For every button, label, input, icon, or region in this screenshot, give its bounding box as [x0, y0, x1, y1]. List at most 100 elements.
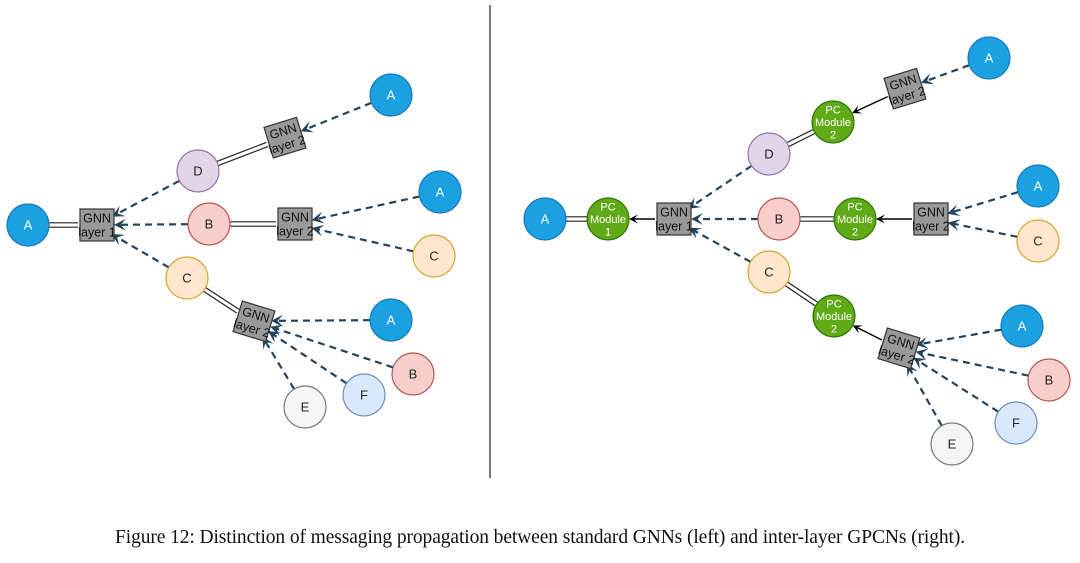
message-arrowhead-icon — [267, 330, 282, 343]
pc-module-circle — [811, 100, 855, 144]
graph-node-A: A — [1016, 164, 1060, 208]
node-circle — [187, 202, 231, 246]
node-circle — [369, 298, 413, 342]
graph-node-D: D — [747, 132, 791, 176]
graph-node-D: D — [176, 149, 220, 193]
graph-node-A: A — [6, 203, 50, 247]
edge-dashed-R_A1-to-R_G2D — [920, 64, 970, 85]
node-label: A — [24, 218, 33, 233]
edge-double-R_C-to-R_PC2C — [784, 281, 819, 307]
edge-dashed-L_D-to-L_G1 — [111, 179, 180, 217]
node-label: B — [205, 217, 214, 232]
gnn-layer-label: layer 2 — [912, 220, 950, 234]
edge-dashed-R_B-to-R_G1 — [691, 213, 758, 225]
edge-dashed-L_A1-to-L_G2D — [300, 101, 372, 133]
message-arrowhead-icon — [113, 218, 127, 231]
graph-node-C: C — [412, 234, 456, 278]
node-label: 2 — [852, 226, 858, 238]
edge-solid-R_G1-to-R_PC1 — [629, 214, 655, 224]
message-edge-line — [275, 327, 394, 369]
double-connector-line — [203, 290, 238, 314]
graph-node-C: C — [1016, 219, 1060, 263]
node-label: A — [387, 313, 396, 328]
gnn-layer-box — [877, 327, 921, 370]
message-arrowhead-icon — [270, 324, 284, 337]
edge-dashed-L_C2-to-L_G2B — [311, 224, 414, 253]
node-label: Module — [815, 117, 851, 129]
graph-node-A: A — [369, 73, 413, 117]
edge-dashed-R_B3-to-R_G2C — [915, 348, 1029, 377]
edge-solid-R_G2D-to-R_PC2D — [852, 95, 888, 114]
node-label: A — [1034, 179, 1043, 194]
gnn-layer-label: GNN — [281, 211, 309, 225]
solid-arrowhead-icon — [852, 325, 863, 334]
message-edge-line — [317, 228, 414, 253]
graph-node-B: B — [391, 352, 435, 396]
node-circle — [523, 197, 567, 241]
solid-arrowhead-icon — [876, 214, 885, 224]
message-arrowhead-icon — [311, 224, 325, 237]
edge-double-L_B-to-L_G2B — [230, 221, 276, 227]
graph-node-A: A — [967, 36, 1011, 80]
gnn-layer-label: layer 1 — [655, 220, 693, 234]
node-label: D — [193, 164, 202, 179]
edge-double-R_D-to-R_PC2D — [786, 128, 816, 148]
double-connector-line — [786, 128, 814, 144]
graph-node-B: B — [757, 197, 801, 241]
graph-node-A: A — [418, 170, 462, 214]
node-label: C — [764, 265, 773, 280]
node-circle — [283, 385, 327, 429]
message-arrowhead-icon — [691, 213, 703, 225]
edge-dashed-L_A3-to-L_G2C — [270, 314, 371, 327]
gnn-layer-box — [232, 300, 276, 343]
pc-module-circle — [833, 197, 877, 241]
message-edge-line — [305, 101, 372, 131]
edge-solid-R_G2B-to-R_PC2B — [876, 214, 912, 224]
double-connector-line — [218, 145, 269, 167]
node-circle — [747, 250, 791, 294]
message-arrowhead-icon — [688, 227, 703, 239]
message-arrowhead-icon — [300, 121, 315, 133]
node-label: C — [182, 271, 191, 286]
message-arrowhead-icon — [915, 336, 929, 349]
node-label: C — [1033, 234, 1042, 249]
node-circle — [165, 256, 209, 300]
gnn-layer-label: GNN — [917, 206, 945, 220]
edge-double-L_D-to-L_G2D — [216, 141, 269, 167]
graph-node-E: E — [930, 422, 974, 466]
graph-node-A: A — [1000, 304, 1044, 348]
message-edge-line — [952, 191, 1019, 214]
node-circle — [747, 132, 791, 176]
node-circle — [391, 352, 435, 396]
node-label: E — [948, 437, 957, 452]
message-edge-line — [921, 328, 1002, 345]
node-label: Module — [816, 311, 852, 323]
node-circle — [930, 422, 974, 466]
double-connector-line — [784, 285, 816, 307]
message-arrowhead-icon — [915, 348, 929, 361]
gnn-layer-label: layer 1 — [78, 226, 116, 240]
graph-node-A: A — [369, 298, 413, 342]
edge-double-L_A0-to-L_G1 — [49, 222, 78, 228]
gnn-layer-box — [656, 202, 692, 236]
node-label: A — [541, 212, 550, 227]
message-edge-line — [276, 319, 371, 322]
message-edge-line — [917, 359, 999, 413]
message-edge-line — [908, 368, 943, 427]
double-connector-line — [216, 141, 267, 162]
node-label: Module — [837, 214, 873, 226]
graph-node-A: A — [523, 197, 567, 241]
message-arrowhead-icon — [311, 211, 325, 224]
node-label: B — [409, 367, 418, 382]
